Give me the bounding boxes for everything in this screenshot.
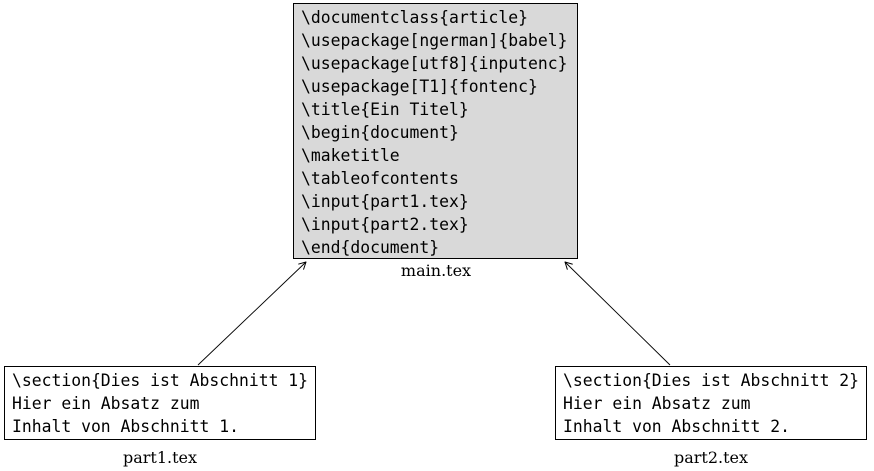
code-line: \begin{document} — [301, 123, 459, 142]
code-line: \usepackage[utf8]{inputenc} — [301, 54, 568, 73]
code-line: \tableofcontents — [301, 169, 459, 188]
main-tex-label: main.tex — [400, 261, 472, 280]
code-line: \documentclass{article} — [301, 8, 528, 27]
code-line: \input{part1.tex} — [301, 192, 469, 211]
code-line: \usepackage[T1]{fontenc} — [301, 77, 538, 96]
code-line: \end{document} — [301, 238, 440, 257]
code-line: \title{Ein Titel} — [301, 100, 469, 119]
arrow-part2-to-main — [564, 261, 671, 366]
code-line: \input{part2.tex} — [301, 215, 469, 234]
part2-tex-label: part2.tex — [673, 448, 749, 467]
main-tex-box: \documentclass{article} \usepackage[nger… — [293, 3, 578, 259]
part1-tex-label: part1.tex — [122, 448, 198, 467]
code-line: \usepackage[ngerman]{babel} — [301, 31, 568, 50]
arrow-part1-to-main — [197, 261, 307, 366]
code-line: \maketitle — [301, 146, 400, 165]
code-line: Inhalt von Abschnitt 1. — [12, 417, 239, 436]
code-line: \section{Dies ist Abschnitt 1} — [12, 371, 309, 390]
part1-tex-box: \section{Dies ist Abschnitt 1} Hier ein … — [4, 366, 316, 440]
code-line: Hier ein Absatz zum — [12, 394, 200, 413]
part2-tex-box: \section{Dies ist Abschnitt 2} Hier ein … — [555, 366, 867, 440]
code-line: Hier ein Absatz zum — [563, 394, 751, 413]
code-line: Inhalt von Abschnitt 2. — [563, 417, 790, 436]
code-line: \section{Dies ist Abschnitt 2} — [563, 371, 860, 390]
